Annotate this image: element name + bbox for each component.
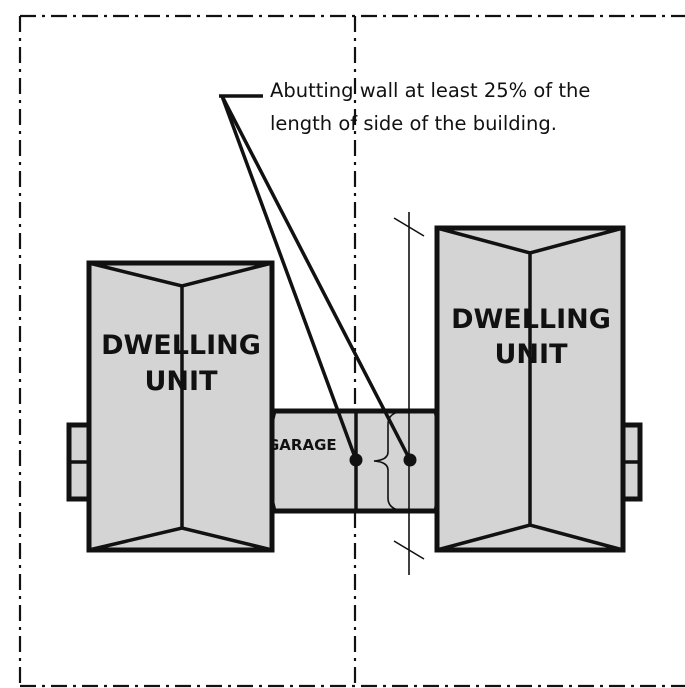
right-dwelling-unit: DWELLING UNIT	[434, 225, 643, 553]
dimension-tick-top	[393, 217, 425, 237]
left-unit-label-line2: UNIT	[145, 366, 219, 397]
left-roof-ridge-bottom	[88, 526, 273, 552]
callout-line1: Abutting wall at least 25% of the	[270, 79, 590, 102]
left-unit-label-line1: DWELLING	[101, 330, 261, 361]
dimension-tick-bottom	[393, 540, 425, 560]
callout-leader	[219, 94, 412, 461]
right-unit-label-line1: DWELLING	[451, 304, 611, 335]
right-unit-label-line2: UNIT	[495, 339, 569, 370]
left-dwelling-unit: DWELLING UNIT	[66, 260, 275, 553]
garage-label: GARAGE	[267, 436, 337, 454]
callout-leader-a	[220, 95, 358, 461]
callout-text: Abutting wall at least 25% of the length…	[270, 79, 590, 135]
callout-line2: length of side of the building.	[270, 112, 557, 135]
right-roof-ridge-bottom	[436, 523, 624, 552]
abutting-wall-markers	[349, 212, 425, 575]
callout-leader-b	[220, 95, 412, 461]
